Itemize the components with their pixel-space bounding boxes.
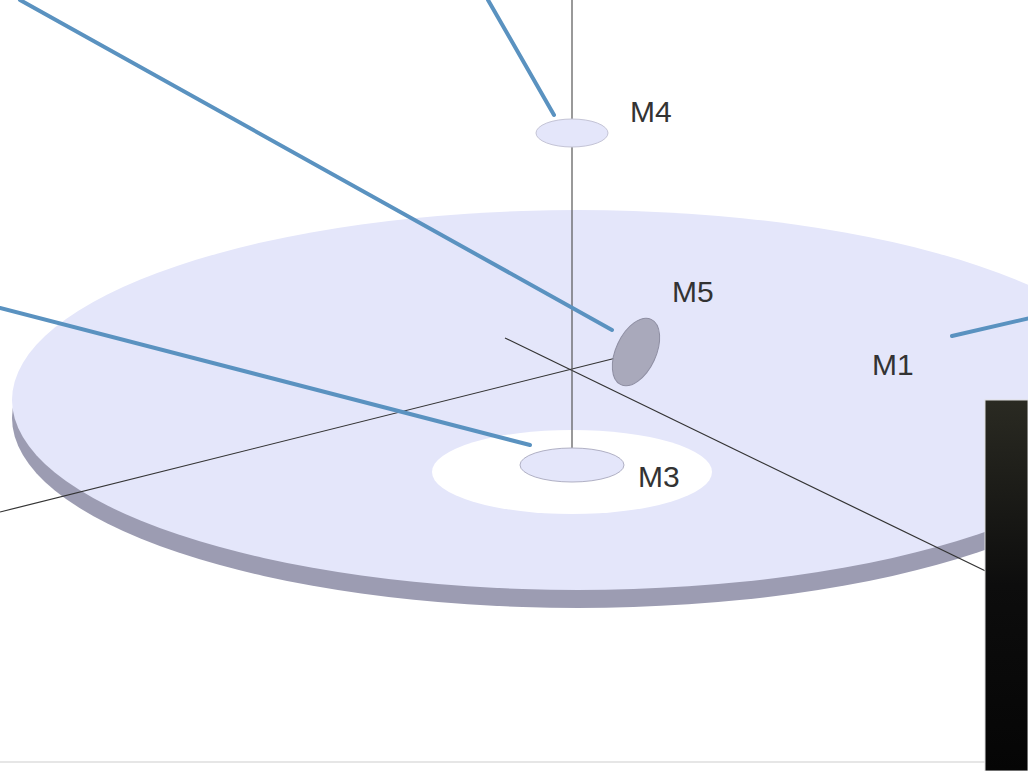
leader-line: [488, 0, 554, 115]
axis-line: [505, 338, 1000, 578]
optical-axis: [571, 0, 572, 464]
leader-line: [0, 308, 530, 445]
mirror-label: M3: [638, 462, 680, 492]
photo-inset: [985, 400, 1028, 771]
mirror-label: M1: [872, 350, 914, 380]
mirror-label: M5: [672, 277, 714, 307]
mirror-m4: [536, 119, 608, 147]
mirror-m3: [520, 448, 624, 482]
axis-line: [0, 352, 640, 512]
photo-border: [985, 400, 1028, 771]
mirror-label: M4: [630, 97, 672, 127]
bottom-rule: [0, 761, 985, 763]
primary-mirror-m1: [12, 210, 1028, 590]
leader-line: [20, 0, 612, 330]
mirror-m5: [603, 311, 670, 393]
leader-line: [952, 318, 1028, 336]
